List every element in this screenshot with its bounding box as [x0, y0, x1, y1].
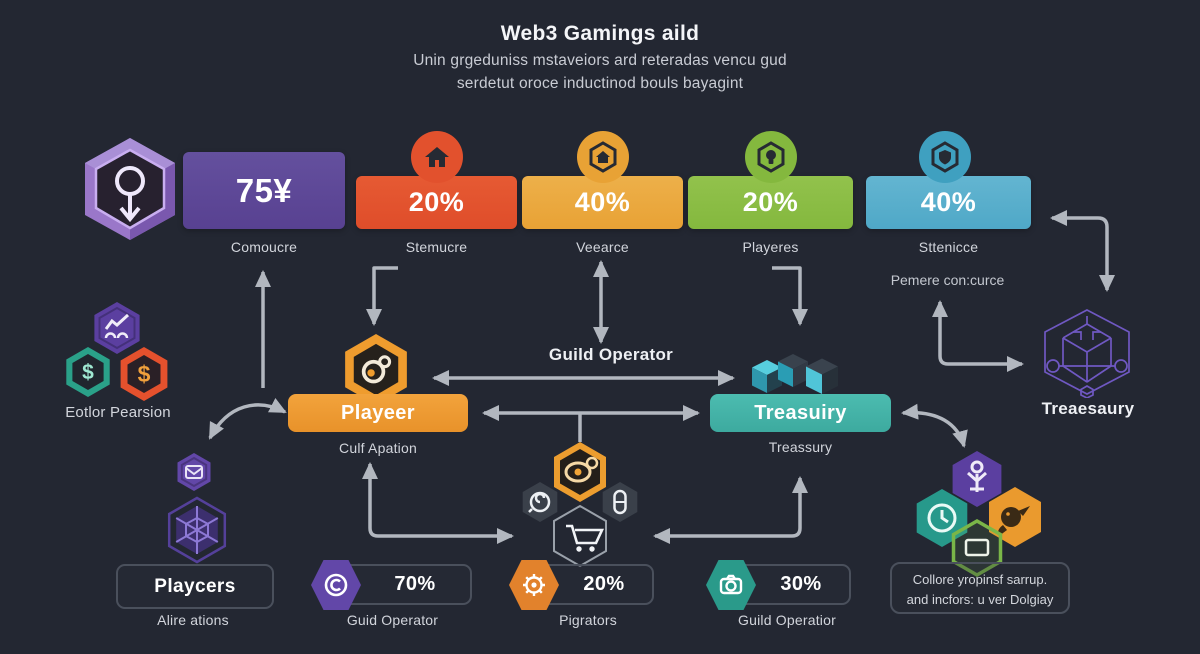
chart-hexagon-icon — [94, 302, 140, 354]
player-node: Playeer — [288, 394, 468, 432]
arrow-treasury-to-cart — [653, 476, 808, 544]
stat-label: Stemucre — [405, 239, 468, 255]
chip-value: 20% — [583, 573, 625, 595]
house-icon — [411, 131, 463, 183]
stat-value: 20% — [742, 187, 799, 217]
arrow-blue-corner-down — [1050, 210, 1115, 292]
stat-value: 40% — [920, 187, 977, 217]
chip-value: Playcers — [154, 575, 236, 597]
copyright-icon — [311, 560, 361, 610]
arrow-player-to-cart — [362, 462, 514, 544]
purple-cube-hexagon-icon — [85, 138, 175, 240]
stat-label: Playeres — [742, 239, 799, 255]
stat-box-sttenicce: 40% — [866, 176, 1031, 229]
hexagon-bulb-icon — [745, 131, 797, 183]
arrow-stemucre-to-player — [366, 266, 398, 326]
hexagon-house-icon — [577, 131, 629, 183]
frame-hexagon-icon — [951, 518, 1003, 577]
subtitle-line-1: Unin grgeduniss mstaveiors ard reteradas… — [413, 52, 787, 69]
stat-box-veearce: 40% — [522, 176, 683, 229]
stat-value: 75¥ — [235, 171, 293, 209]
svg-text:$: $ — [82, 361, 94, 384]
stat-box-playeres: 20% — [688, 176, 853, 229]
bird-hexagon-icon — [989, 487, 1041, 547]
stat-label: Veearce — [576, 239, 629, 255]
chip-label: Alire ations — [157, 612, 229, 628]
chip-label: Guild Operatior — [738, 612, 836, 628]
arrow-pemere-to-wireframe — [932, 300, 1024, 372]
note-line-1: Collore yropinsf sarrup. — [912, 572, 1048, 587]
spiral-hexagon-icon — [522, 482, 558, 522]
stat-value: 20% — [408, 187, 465, 217]
stat-label: Sttenicce — [918, 239, 979, 255]
bottom-note: Collore yropinsf sarrup. and incfors: u … — [890, 562, 1070, 614]
dollar-teal-hexagon-icon: $ — [66, 347, 110, 397]
chip-value: 30% — [780, 573, 822, 595]
dollar-orange-hexagon-icon: $ — [120, 347, 168, 401]
left-cluster-label: Eotlor Pearsion — [65, 404, 171, 421]
hexagon-shield-icon — [919, 131, 971, 183]
chip-value: 70% — [394, 573, 436, 595]
camera-eye-hexagon-icon — [554, 442, 606, 502]
page-title: Web3 Gamings aild — [500, 22, 700, 45]
guild-operator-label: Guild Operator — [548, 345, 674, 364]
svg-text:$: $ — [138, 361, 151, 387]
stat-label: Comoucre — [230, 239, 298, 255]
envelope-hexagon-icon — [177, 453, 211, 491]
cube-wireframe-hexagon-icon — [167, 496, 227, 564]
player-node-label: Playeer — [341, 401, 415, 424]
cart-hexagon-icon — [553, 504, 607, 568]
subtitle-line-2: serdetut oroce inductinod bouls bayagint — [456, 75, 744, 92]
treasury-sublabel: Treassury — [768, 439, 833, 455]
player-sublabel: Culf Apation — [339, 440, 417, 456]
chip-playcers: Playcers — [116, 564, 274, 609]
arrow-player-left-cluster — [208, 397, 287, 440]
capsule-hexagon-icon — [602, 482, 638, 522]
wireframe-treasury-label: Treaesaury — [1041, 399, 1135, 418]
right-hexagon-cluster — [916, 451, 1041, 577]
stat-value: 40% — [574, 187, 631, 217]
chip-label: Pigrators — [559, 612, 617, 628]
wireframe-hexagon-cube-icon — [1044, 309, 1130, 398]
treasury-node: Treasuiry — [710, 394, 891, 432]
market-hexagon-cluster — [522, 442, 638, 568]
stat-box-comoucre: 75¥ — [183, 152, 345, 229]
player-hexagon-icon — [345, 334, 407, 405]
stat-box-stemucre: 20% — [356, 176, 517, 229]
left-hexagon-cluster: $ $ — [66, 302, 168, 401]
stat-sublabel: Pemere con:curce — [890, 272, 1005, 288]
chip-label: Guid Operator — [346, 612, 439, 628]
treasury-node-label: Treasuiry — [754, 401, 847, 424]
arrow-treasury-right-cluster — [901, 403, 968, 448]
isometric-cubes-icon — [752, 354, 838, 394]
arrow-playeres-to-treasury — [772, 266, 808, 326]
left-lower-cluster — [167, 453, 227, 564]
note-line-2: and incfors: u ver Dolgiay — [906, 592, 1054, 608]
trophy-person-hexagon-icon — [952, 451, 1002, 507]
